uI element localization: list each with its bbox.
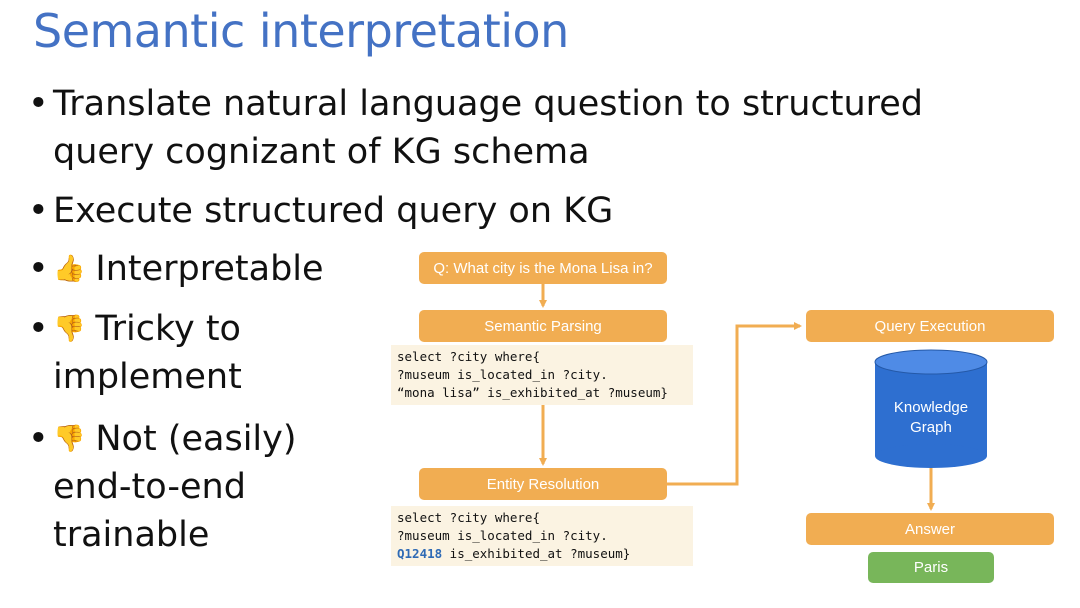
bullet-text: Interpretable (95, 249, 324, 289)
bullet-item: • Execute structured query on KG (28, 187, 613, 235)
query-execution-box: Query Execution (806, 310, 1054, 342)
code-text: is_exhibited_at ?museum} (442, 546, 631, 561)
bullet-item: • 👍 Interpretable (28, 245, 343, 293)
bullet-item: • Translate natural language question to… (28, 80, 973, 176)
bullet-dot: • (28, 309, 49, 349)
sparql-query-code: select ?city where{ ?museum is_located_in… (391, 345, 693, 405)
question-box: Q: What city is the Mona Lisa in? (419, 252, 667, 284)
bullet-text: Translate natural language question to s… (53, 84, 923, 172)
bullet-text: Not (easily) end-to-end trainable (53, 419, 297, 555)
knowledge-graph-label: Knowledge Graph (893, 399, 969, 436)
bullet-item: • 👎Not (easily) end-to-end trainable (28, 415, 343, 559)
thumbs-down-icon: 👎 (53, 424, 86, 454)
entity-id: Q12418 (397, 546, 443, 561)
code-line: select ?city where{ (397, 349, 540, 364)
slide-title: Semantic interpretation (33, 4, 569, 58)
arrow-resolution-to-execution (667, 322, 802, 486)
code-line: Q12418 is_exhibited_at ?museum} (397, 545, 687, 563)
resolved-query-code: select ?city where{ ?museum is_located_in… (391, 506, 693, 566)
bullet-item: • 👎Tricky to implement (28, 305, 343, 401)
bullet-text: Tricky to implement (53, 309, 242, 397)
entity-resolution-box: Entity Resolution (419, 468, 667, 500)
bullet-dot: • (28, 84, 49, 124)
answer-box: Answer (806, 513, 1054, 545)
thumbs-down-icon: 👎 (53, 314, 86, 344)
code-line: select ?city where{ (397, 510, 540, 525)
bullet-text: Execute structured query on KG (53, 191, 614, 231)
knowledge-graph-cylinder (874, 349, 988, 468)
bullet-dot: • (28, 249, 49, 289)
bullet-dot: • (28, 191, 49, 231)
code-line: “mona lisa” is_exhibited_at ?museum} (397, 385, 668, 400)
semantic-parsing-box: Semantic Parsing (419, 310, 667, 342)
code-line: ?museum is_located_in ?city. (397, 528, 608, 543)
code-line: ?museum is_located_in ?city. (397, 367, 608, 382)
bullet-dot: • (28, 419, 49, 459)
thumbs-up-icon: 👍 (53, 254, 86, 284)
answer-value-box: Paris (868, 552, 994, 583)
